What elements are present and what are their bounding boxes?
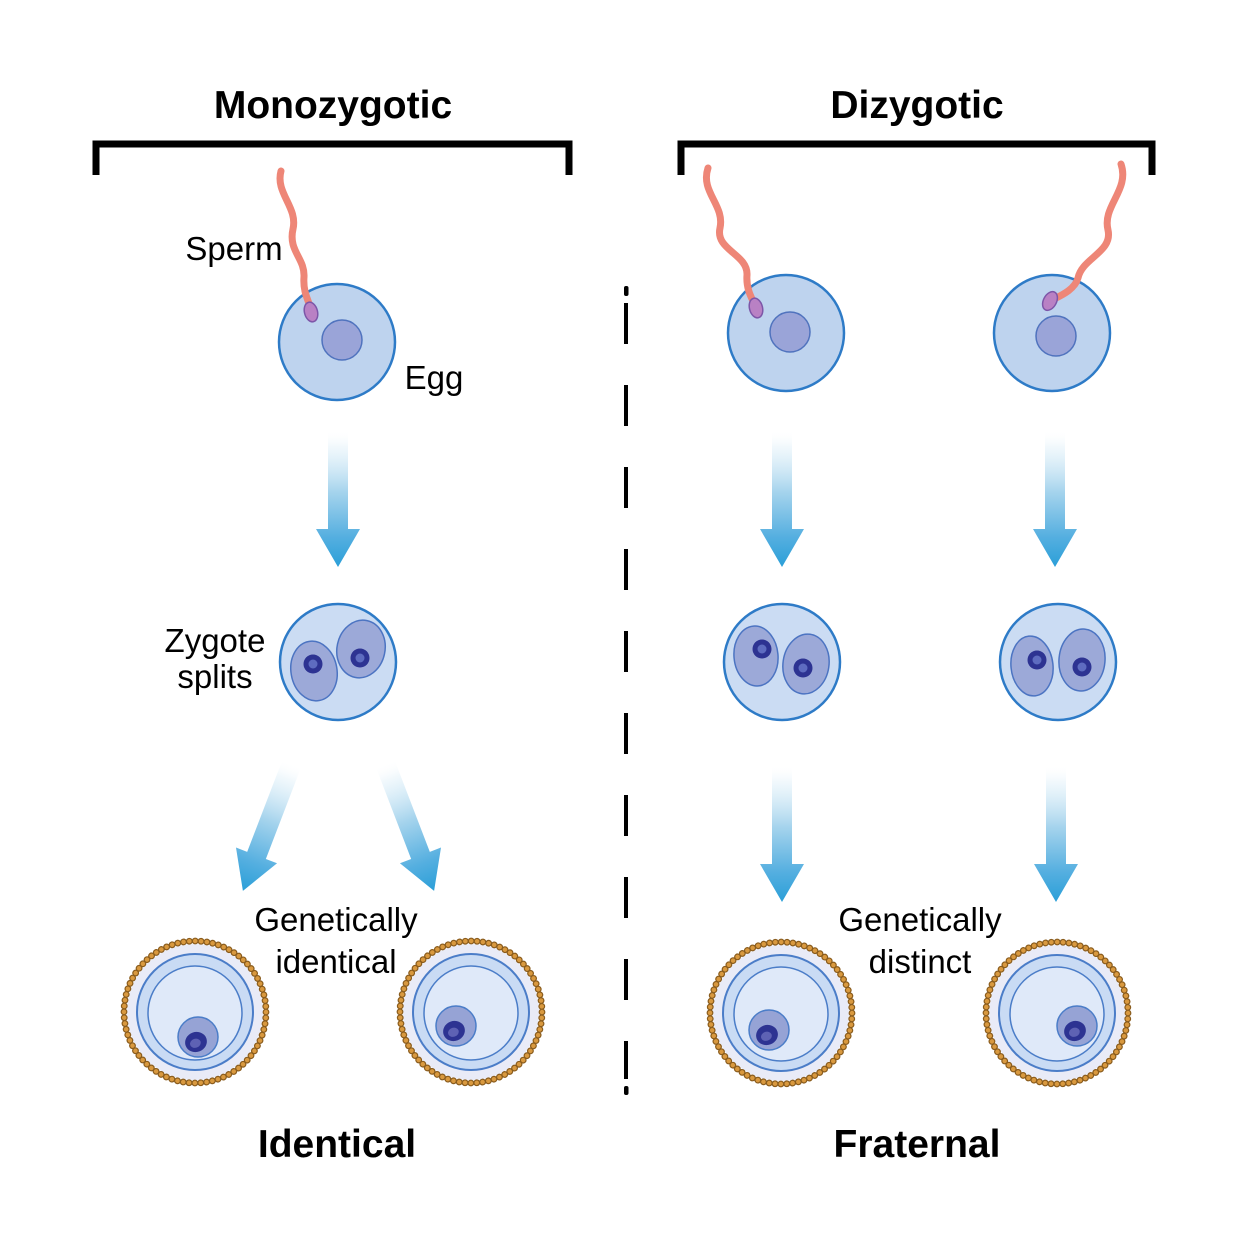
- zygote-splits-label-line1: Zygote: [165, 622, 266, 659]
- blastocyst-body: [986, 942, 1128, 1084]
- left-fertilization-group: Sperm Egg: [185, 167, 464, 402]
- inner-cell-mass: [177, 1016, 219, 1058]
- right-zygote-2: [998, 602, 1118, 722]
- egg-label: Egg: [405, 359, 464, 396]
- blastocyst: [124, 941, 266, 1083]
- cell-nucleus: [1072, 657, 1092, 677]
- sperm-head: [748, 297, 764, 319]
- left-zygote: [278, 602, 398, 722]
- down-arrow-icon: [760, 765, 804, 902]
- egg-nucleus: [769, 311, 811, 353]
- inner-cell-mass: [748, 1009, 790, 1051]
- blastocyst-body: [710, 942, 852, 1084]
- column-divider-dashed-line: [624, 286, 629, 1095]
- egg-nucleus: [321, 319, 363, 361]
- sperm-tail: [702, 164, 758, 307]
- cell-nucleus: [793, 658, 813, 678]
- blastocyst: [986, 942, 1128, 1084]
- zygote-splits-label-line2: splits: [177, 658, 252, 695]
- right-fertilization-group-1: [702, 164, 846, 393]
- right-column-title: Dizygotic: [830, 84, 1003, 127]
- left-result-label-line1: Genetically: [254, 901, 418, 938]
- down-arrow-icon: [760, 430, 804, 567]
- split-arrow-right-icon: [364, 755, 455, 899]
- sperm-tail: [276, 167, 314, 310]
- right-result-label-line1: Genetically: [838, 901, 1002, 938]
- blastocyst: [710, 942, 852, 1084]
- sperm-tail: [1050, 160, 1127, 303]
- left-result-label-line2: identical: [275, 943, 396, 980]
- right-column-bracket: [677, 140, 1156, 175]
- down-arrow-icon: [316, 430, 360, 567]
- inner-cell-mass: [1056, 1005, 1098, 1047]
- down-arrow-icon: [1034, 765, 1078, 902]
- right-bottom-label: Fraternal: [834, 1123, 1001, 1166]
- right-zygote-1: [722, 602, 842, 722]
- egg-nucleus: [1035, 315, 1077, 357]
- left-column-title: Monozygotic: [214, 84, 452, 127]
- sperm-head: [1041, 290, 1059, 312]
- left-bottom-label: Identical: [258, 1123, 416, 1166]
- blastocyst-body: [124, 941, 266, 1083]
- blastocyst: [400, 941, 542, 1083]
- down-arrow-icon: [1033, 430, 1077, 567]
- right-fertilization-group-2: [992, 160, 1127, 393]
- split-arrow-left-icon: [222, 755, 313, 899]
- sperm-head: [303, 301, 319, 323]
- cell-nucleus: [350, 648, 370, 668]
- inner-cell-mass: [435, 1005, 477, 1047]
- cell-nucleus: [1027, 650, 1047, 670]
- right-result-label-line2: distinct: [869, 943, 972, 980]
- left-column-bracket: [92, 140, 573, 175]
- cell-nucleus: [752, 639, 772, 659]
- cell-nucleus: [303, 654, 323, 674]
- sperm-label: Sperm: [185, 230, 282, 267]
